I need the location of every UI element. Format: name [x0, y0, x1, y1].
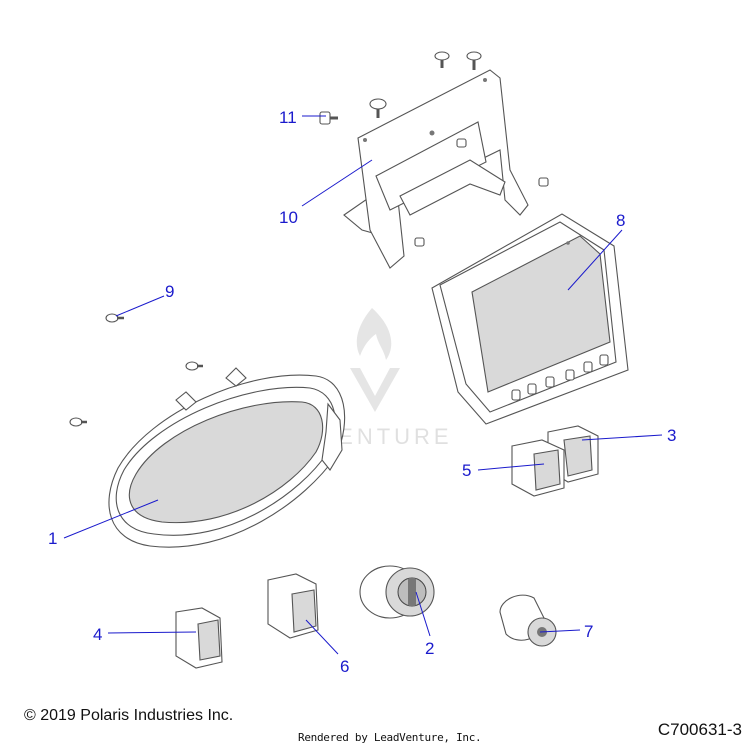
screw	[369, 98, 387, 118]
part-2-ignition-switch	[359, 565, 435, 619]
part-8-display	[431, 213, 629, 425]
part-11-screws	[319, 51, 549, 247]
screw	[538, 177, 549, 187]
screw	[414, 237, 425, 247]
screw	[434, 51, 450, 68]
callout-11: 11	[279, 108, 297, 127]
copyright-text: © 2019 Polaris Industries Inc.	[24, 707, 234, 724]
callout-10: 10	[279, 208, 298, 227]
leader-lines	[63, 115, 663, 655]
part-6-switch	[267, 573, 319, 639]
callout-2: 2	[425, 639, 434, 658]
display-buttons	[511, 354, 609, 401]
callout-5: 5	[462, 461, 471, 480]
callout-1: 1	[48, 529, 57, 548]
callout-labels: 1 2 3 4 5 6 7 8 9 10 11	[48, 108, 676, 676]
part-4-switch	[175, 607, 223, 669]
part-9-screws	[69, 313, 203, 427]
diagram-id: C700631-3	[657, 720, 742, 739]
callout-9: 9	[165, 282, 174, 301]
part-7-power-outlet	[499, 594, 557, 647]
part-5-switch	[511, 439, 565, 497]
part-1-instrument-cluster	[108, 367, 346, 548]
callout-6: 6	[340, 657, 349, 676]
screw	[466, 51, 482, 70]
screw	[456, 138, 467, 148]
part-10-bracket	[343, 69, 529, 269]
callout-4: 4	[93, 625, 102, 644]
rendered-by-text: Rendered by LeadVenture, Inc.	[298, 731, 482, 744]
callout-7: 7	[584, 622, 593, 641]
screw	[319, 111, 338, 125]
callout-8: 8	[616, 211, 625, 230]
callout-3: 3	[667, 426, 676, 445]
